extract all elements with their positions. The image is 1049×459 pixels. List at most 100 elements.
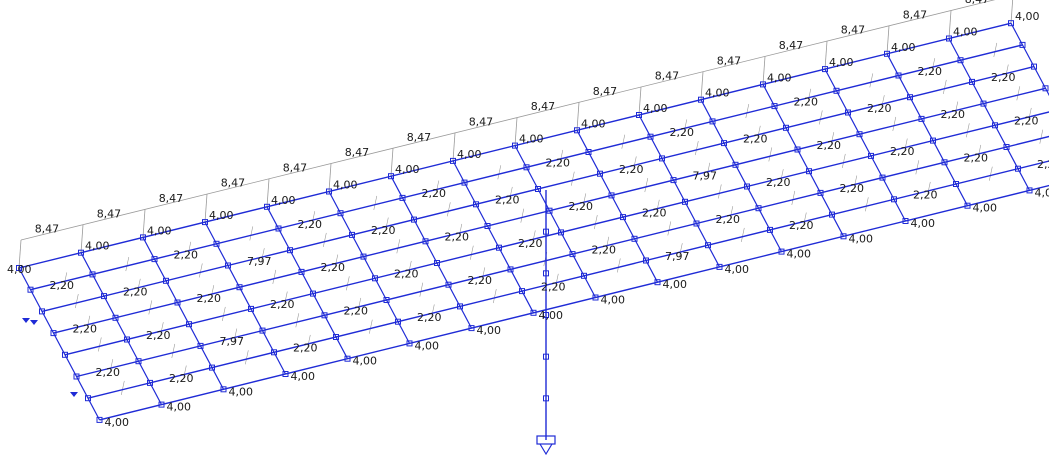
frame-node[interactable] [530,309,537,316]
frame-node[interactable] [496,244,502,251]
frame-node[interactable] [96,416,103,423]
frame-node[interactable] [581,272,587,279]
frame-node[interactable] [174,299,181,306]
frame-node[interactable] [833,87,840,94]
frame-node[interactable] [213,240,220,247]
frame-node[interactable] [760,81,766,88]
frame-node[interactable] [744,183,750,190]
frame-node[interactable] [829,211,835,218]
frame-node[interactable] [822,66,828,73]
frame-node[interactable] [209,364,215,371]
frame-node[interactable] [1008,20,1014,27]
frame-node[interactable] [406,340,413,347]
frame-node[interactable] [964,202,971,209]
frame-node[interactable] [806,168,812,175]
frame-node[interactable] [608,192,615,199]
frame-node[interactable] [953,181,959,187]
frame-node[interactable] [969,78,975,85]
frame-node[interactable] [845,109,851,116]
frame-node[interactable] [647,133,654,140]
frame-node[interactable] [360,253,367,260]
frame-node[interactable] [585,149,592,155]
frame-node[interactable] [225,262,231,269]
frame-node[interactable] [147,379,153,386]
frame-node[interactable] [1015,165,1021,172]
frame-node[interactable] [868,152,874,159]
frame-node[interactable] [326,188,332,195]
frame-node[interactable] [461,179,468,186]
frame-node[interactable] [434,260,440,266]
frame-node[interactable] [891,196,897,203]
frame-node[interactable] [980,100,987,107]
frame-node[interactable] [670,177,677,184]
frame-node[interactable] [220,386,227,393]
frame-node[interactable] [163,277,169,284]
frame-node[interactable] [259,327,266,334]
frame-node[interactable] [101,293,107,300]
frame-node[interactable] [50,330,57,337]
frame-node[interactable] [275,225,282,232]
frame-node[interactable] [349,231,355,238]
frame-node[interactable] [457,303,463,310]
frame-node[interactable] [468,325,475,332]
frame-node[interactable] [282,371,289,377]
frame-node[interactable] [27,286,34,293]
frame-node[interactable] [333,334,339,340]
frame-node[interactable] [372,275,378,282]
frame-node[interactable] [124,336,130,343]
frame-node[interactable] [794,146,801,153]
frame-node[interactable] [546,207,553,214]
frame-node[interactable] [450,157,456,164]
frame-node[interactable] [197,342,204,349]
frame-node[interactable] [512,142,518,149]
frame-node[interactable] [310,290,316,297]
frame-node[interactable] [16,265,22,271]
frame-node[interactable] [705,242,711,249]
frame-node[interactable] [62,351,68,358]
frame-node[interactable] [783,124,789,131]
frame-node[interactable] [941,159,948,166]
frame-node[interactable] [383,297,390,303]
frame-node[interactable] [535,186,541,192]
frame-node[interactable] [248,305,254,312]
frame-node[interactable] [957,57,964,64]
frame-node[interactable] [85,395,91,402]
frame-node[interactable] [693,220,700,227]
frame-node[interactable] [411,216,417,223]
column-node[interactable] [543,228,549,235]
frame-node[interactable] [884,50,890,57]
frame-node[interactable] [1042,85,1049,92]
frame-node[interactable] [321,312,328,319]
frame-node[interactable] [422,238,429,245]
column-node[interactable] [543,312,549,318]
frame-node[interactable] [202,219,208,226]
frame-node[interactable] [716,263,723,270]
frame-node[interactable] [856,131,863,138]
frame-node[interactable] [895,72,902,79]
frame-node[interactable] [473,201,479,208]
frame-node[interactable] [445,281,452,288]
frame-node[interactable] [643,257,649,264]
frame-node[interactable] [654,279,661,286]
frame-node[interactable] [507,266,514,273]
frame-node[interactable] [709,118,716,125]
frame-node[interactable] [574,127,580,134]
frame-node[interactable] [992,122,998,129]
frame-node[interactable] [631,235,638,242]
frame-node[interactable] [778,248,785,255]
frame-node[interactable] [73,373,80,380]
frame-node[interactable] [771,103,778,110]
frame-node[interactable] [140,234,146,241]
frame-node[interactable] [592,294,599,301]
frame-node[interactable] [1019,41,1026,48]
frame-node[interactable] [682,198,688,205]
frame-node[interactable] [946,35,952,42]
frame-node[interactable] [902,218,909,224]
frame-node[interactable] [39,308,45,315]
frame-node[interactable] [89,271,96,278]
frame-node[interactable] [817,189,824,196]
frame-node[interactable] [721,140,727,147]
frame-node[interactable] [298,268,305,275]
frame-node[interactable] [907,94,913,101]
